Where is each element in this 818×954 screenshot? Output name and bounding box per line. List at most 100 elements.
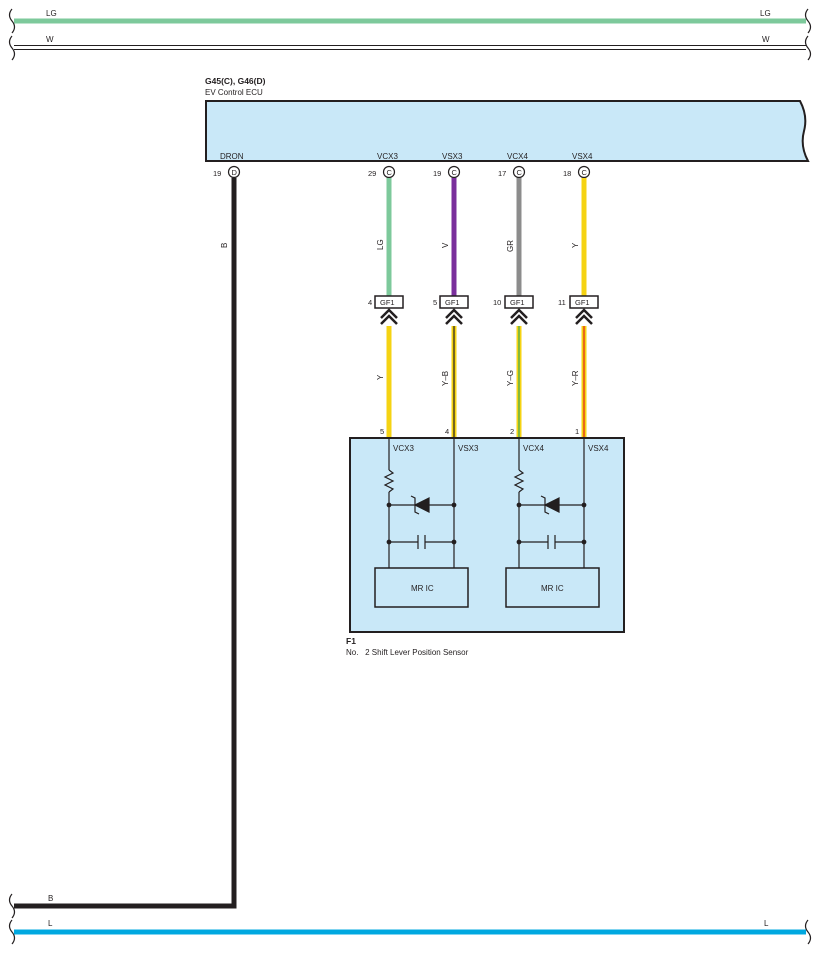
bus-l-bottom: L L (8, 919, 812, 945)
sensor-pin-signal: VCX4 (523, 444, 544, 453)
sensor-circuit-2 (513, 438, 587, 568)
break-mark-icon (804, 8, 812, 34)
bus-l-label-right: L (764, 919, 769, 928)
break-mark-icon (804, 35, 812, 61)
ecu-pin-vcx3: 29 C (368, 165, 396, 179)
bus-lg-label-left: LG (46, 9, 57, 18)
sensor-block: 5 4 2 1 VCX3 VSX3 VCX4 VSX4 (346, 427, 625, 657)
wire-vcx3-lg: LG (376, 178, 392, 296)
wire-color-code: GR (506, 240, 515, 252)
wire-color-code: Y–B (441, 371, 450, 386)
wire-vsx3-v: V (441, 178, 457, 296)
sensor-pin-number: 4 (445, 427, 449, 436)
sensor-pin-signal: VSX4 (588, 444, 609, 453)
zener-diode-icon (410, 495, 430, 515)
ic-label: MR IC (541, 584, 564, 593)
wire-color-code: Y (376, 374, 385, 380)
junction-label: GF1 (575, 298, 590, 307)
junction-label: GF1 (510, 298, 525, 307)
break-mark-icon (8, 893, 16, 919)
sensor-pin-number: 2 (510, 427, 514, 436)
bus-w-label-left: W (46, 35, 54, 44)
connector-chevron-icon (510, 308, 528, 325)
ecu-pin-signal: VCX4 (507, 152, 528, 161)
mr-ic-1: MR IC (374, 567, 469, 608)
bus-lg-label-right: LG (760, 9, 771, 18)
wire-lower-y-b: Y–B (441, 326, 457, 438)
ecu-body (205, 100, 810, 162)
junction-gf1-5: 5 GF1 (433, 295, 469, 325)
ecu-pin-number: 17 (498, 169, 506, 178)
ecu-pin-dron: 19 D (213, 165, 241, 179)
junction-pin-number: 10 (493, 298, 501, 307)
bus-l-label-left: L (48, 919, 53, 928)
sensor-pin-signal: VSX3 (458, 444, 479, 453)
wire-color-code: LG (376, 239, 385, 250)
ecu-pin-conn: C (517, 168, 523, 177)
bus-b-bottom: B (8, 893, 53, 919)
wire-color-code: Y–R (571, 370, 580, 386)
junction-pin-number: 4 (368, 298, 372, 307)
resistor-icon (513, 469, 525, 493)
sensor-name: No. 2 Shift Lever Position Sensor (346, 648, 469, 657)
wire-color-code: Y–G (506, 370, 515, 386)
bus-lg-top: LG LG (8, 8, 812, 34)
mr-ic-2: MR IC (505, 567, 600, 608)
junction-label: GF1 (380, 298, 395, 307)
wire-lower-y: Y (376, 326, 392, 438)
ecu-pin-conn: C (582, 168, 588, 177)
sensor-connector-code: F1 (346, 636, 356, 646)
wire-color-code: B (220, 243, 229, 248)
capacitor-icon (547, 535, 556, 549)
ecu-pin-number: 19 (213, 169, 221, 178)
wire-color-code: Y (571, 242, 580, 248)
ic-label: MR IC (411, 584, 434, 593)
break-mark-icon (804, 919, 812, 945)
ecu-connector-code: G45(C), G46(D) (205, 76, 266, 86)
ecu-pin-vsx4: 18 C (563, 165, 591, 179)
junction-label: GF1 (445, 298, 460, 307)
ecu-pin-signal: VSX3 (442, 152, 463, 161)
sensor-pin-signal: VCX3 (393, 444, 414, 453)
ecu-pin-signal: VSX4 (572, 152, 593, 161)
sensor-circuit-1 (383, 438, 457, 568)
ecu-pin-signal: DRON (220, 152, 244, 161)
junction-gf1-4: 4 GF1 (368, 295, 404, 325)
ecu-pin-conn: C (387, 168, 393, 177)
junction-pin-number: 11 (558, 298, 566, 307)
connector-chevron-icon (445, 308, 463, 325)
break-mark-icon (8, 8, 16, 34)
wire-lower-y-g: Y–G (506, 326, 522, 438)
ecu-pin-conn: C (452, 168, 458, 177)
ecu-pin-conn: D (232, 168, 238, 177)
ecu-pin-vsx3: 19 C (433, 165, 461, 179)
bus-b-label-left: B (48, 894, 53, 903)
ecu-pin-signal: VCX3 (377, 152, 398, 161)
bus-w-top: W W (8, 35, 812, 61)
wire-vsx4-y: Y (571, 178, 587, 296)
bus-w-label-right: W (762, 35, 770, 44)
resistor-icon (383, 469, 395, 493)
zener-diode-icon (540, 495, 560, 515)
wire-color-code: V (441, 242, 450, 248)
wire-dron-b: B (14, 178, 237, 909)
ecu-pin-number: 18 (563, 169, 571, 178)
ecu-pin-vcx4: 17 C (498, 165, 526, 179)
ecu-block: G45(C), G46(D) EV Control ECU DRON VCX3 … (205, 76, 810, 179)
wire-lower-y-r: Y–R (571, 326, 587, 438)
capacitor-icon (417, 535, 426, 549)
junction-pin-number: 5 (433, 298, 437, 307)
connector-chevron-icon (380, 308, 398, 325)
ecu-pin-number: 19 (433, 169, 441, 178)
junction-gf1-10: 10 GF1 (493, 295, 534, 325)
ecu-name: EV Control ECU (205, 88, 263, 97)
connector-chevron-icon (575, 308, 593, 325)
break-mark-icon (8, 35, 16, 61)
ecu-pin-number: 29 (368, 169, 376, 178)
junction-gf1-11: 11 GF1 (558, 295, 599, 325)
sensor-pin-number: 5 (380, 427, 384, 436)
break-mark-icon (8, 919, 16, 945)
wire-vcx4-gr: GR (506, 178, 522, 296)
sensor-pin-number: 1 (575, 427, 579, 436)
